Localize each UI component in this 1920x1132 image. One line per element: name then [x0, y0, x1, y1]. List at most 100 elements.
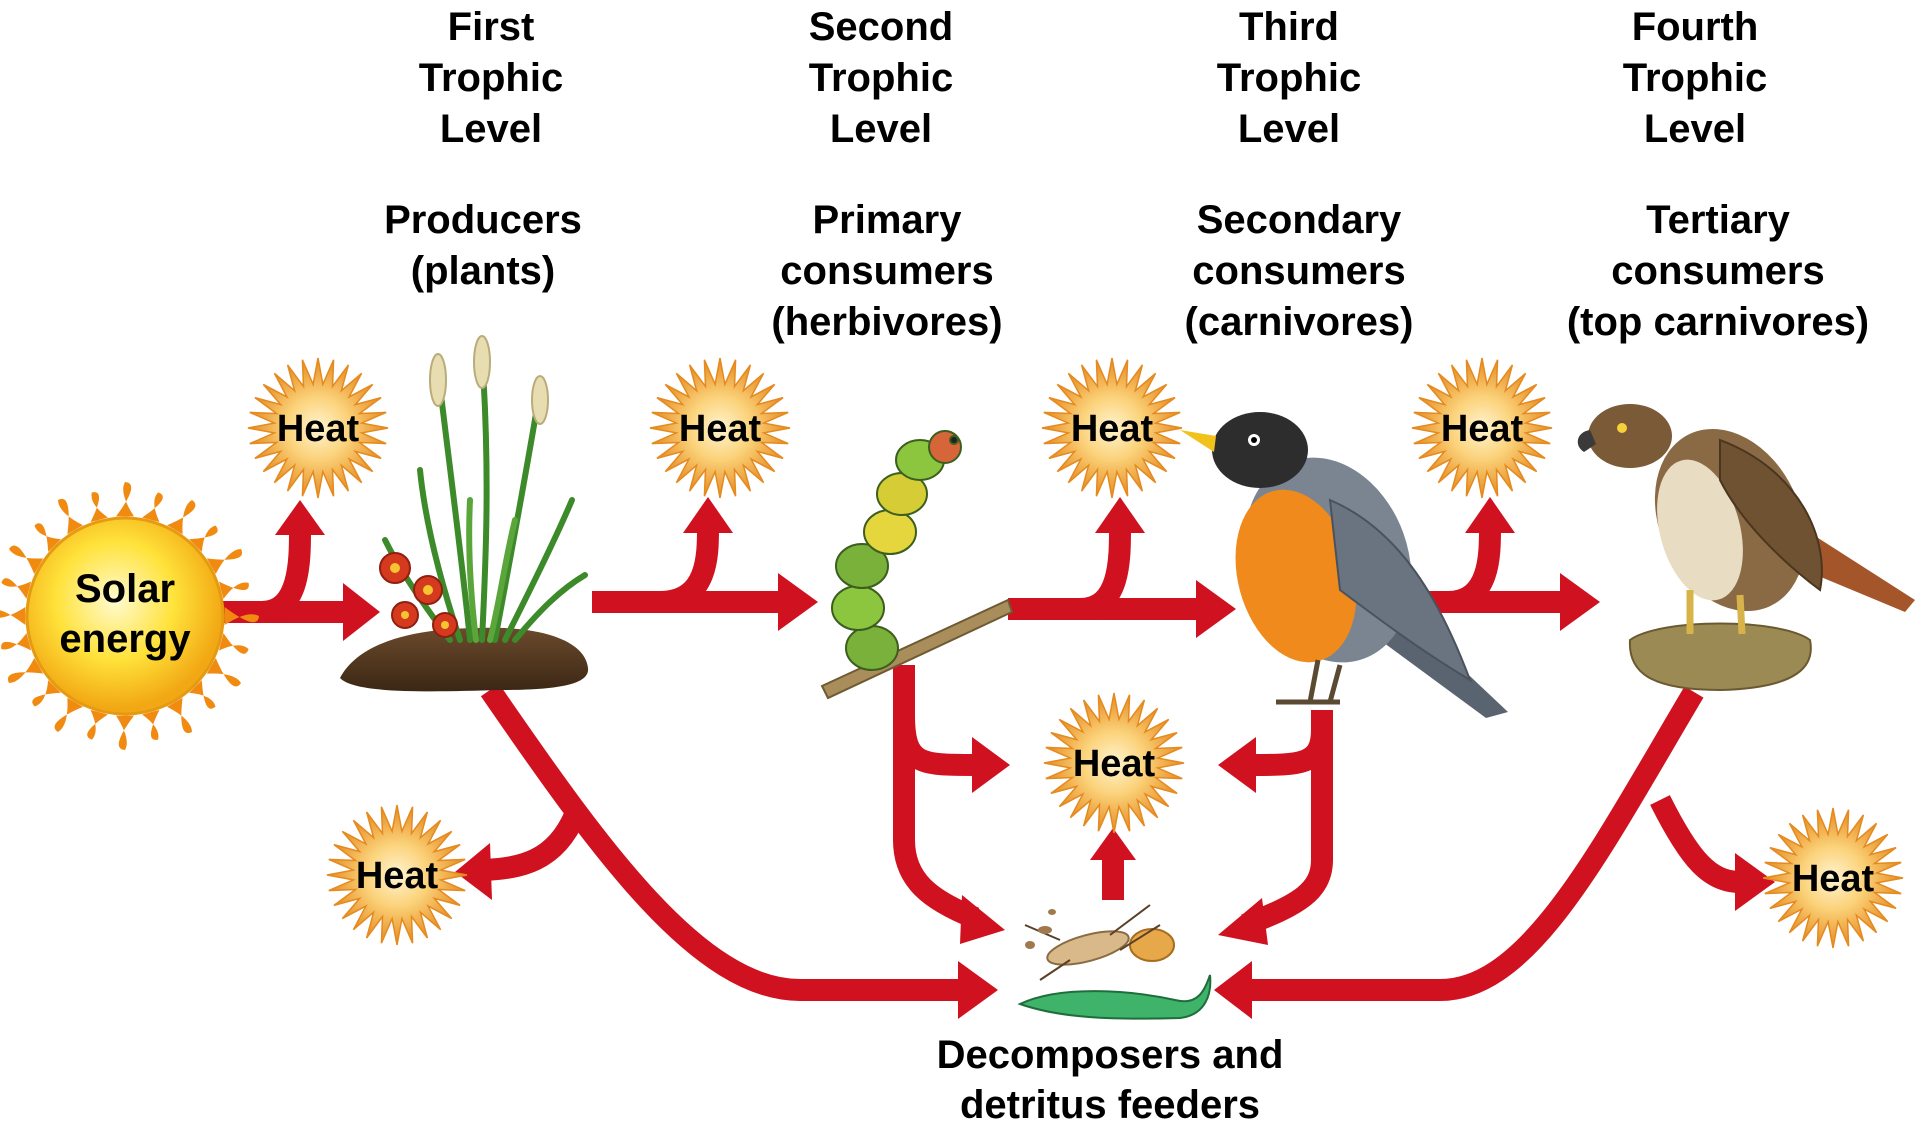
heat-burst-primary: Heat — [1042, 358, 1182, 498]
role-3-line-3: (carnivores) — [1185, 300, 1414, 344]
robin-legs — [1276, 660, 1340, 702]
role-2-line-3: (herbivores) — [771, 300, 1002, 344]
level-1-line-2: Trophic — [419, 56, 563, 100]
robin-head — [1212, 412, 1308, 488]
level-2-line-3: Level — [830, 107, 932, 151]
level-1-line-3: Level — [440, 107, 542, 151]
sun-ray — [219, 633, 249, 654]
level-header-1: First Trophic Level Producers (plants) — [384, 5, 582, 293]
decomposer-debris — [1025, 909, 1056, 949]
level-header-3: Third Trophic Level Secondary consumers … — [1185, 5, 1414, 344]
sun-ray — [142, 492, 163, 522]
decomposer-insect — [1044, 925, 1132, 972]
sun-ray — [0, 607, 25, 625]
sun-icon: Solar energy — [0, 482, 259, 750]
sun-label-line-2: energy — [59, 617, 191, 661]
role-1-line-1: Producers — [384, 198, 582, 242]
arrowhead-sun-heat — [275, 500, 325, 535]
hawk-icon — [1578, 404, 1915, 690]
level-2-line-1: Second — [809, 5, 953, 49]
heat-label: Heat — [1792, 858, 1875, 900]
decomposer-icon — [1020, 905, 1210, 1019]
arrowhead-producers-heat — [683, 497, 733, 533]
level-1-line-1: First — [448, 5, 535, 49]
level-header-2: Second Trophic Level Primary consumers (… — [771, 5, 1002, 344]
role-4-line-3: (top carnivores) — [1567, 300, 1869, 344]
decomposers-label-line-2: detritus feeders — [960, 1083, 1260, 1127]
plant-soil — [340, 628, 588, 692]
heat-burst-producers: Heat — [650, 358, 790, 498]
arrow-heads — [275, 497, 1775, 1019]
heat-burst-sun: Heat — [248, 358, 388, 498]
arrow-tertiary-heat-branch — [1660, 800, 1740, 882]
hawk-perch — [1630, 624, 1811, 691]
arrowhead-producers-to-primary — [778, 573, 818, 631]
level-4-line-1: Fourth — [1632, 5, 1759, 49]
arrowhead-decomposers-to-heat — [1090, 828, 1136, 860]
level-4-line-2: Trophic — [1623, 56, 1767, 100]
heat-label: Heat — [679, 408, 762, 450]
level-header-4: Fourth Trophic Level Tertiary consumers … — [1567, 5, 1869, 344]
arrow-sun-heat-branch — [262, 530, 300, 612]
sun-ray — [1, 633, 31, 650]
sun-ray — [142, 710, 159, 740]
role-3-line-2: consumers — [1192, 249, 1405, 293]
arrowhead-primary-to-secondary — [1196, 580, 1236, 638]
arrowhead-secondary-to-decomp-heat — [1218, 737, 1256, 793]
level-3-line-3: Level — [1238, 107, 1340, 151]
arrowhead-producers-to-decomposers — [958, 961, 998, 1019]
heat-label: Heat — [356, 855, 439, 897]
sun-ray — [1, 578, 31, 599]
heat-label: Heat — [1441, 408, 1524, 450]
arrowhead-producers-decomp-heat — [455, 843, 492, 900]
hawk-head — [1588, 404, 1672, 468]
arrowhead-secondary-to-decomposers — [1218, 898, 1268, 945]
decomposers-label-line-1: Decomposers and — [937, 1033, 1284, 1077]
level-3-line-2: Trophic — [1217, 56, 1361, 100]
arrowhead-secondary-heat — [1465, 497, 1515, 533]
heat-burst-producers-decay: Heat — [327, 805, 467, 945]
arrowhead-primary-to-decomposers — [960, 895, 1005, 944]
heat-burst-tertiary-decay: Heat — [1763, 808, 1903, 948]
role-1-line-2: (plants) — [411, 249, 555, 293]
arrowhead-secondary-to-tertiary — [1560, 573, 1600, 631]
arrow-primary-to-decomp-heat — [904, 715, 975, 765]
sun-ray — [116, 482, 134, 516]
heat-label: Heat — [277, 408, 360, 450]
decomposer-slug — [1020, 975, 1210, 1019]
sun-label-line-1: Solar — [75, 567, 175, 611]
arrow-primary-to-decomposers — [904, 665, 975, 918]
heat-label: Heat — [1073, 743, 1156, 785]
role-4-line-1: Tertiary — [1646, 198, 1791, 242]
role-2-line-2: consumers — [780, 249, 993, 293]
sun-ray — [91, 492, 108, 522]
sun-ray — [87, 710, 108, 740]
plant-icon — [340, 336, 588, 691]
heat-burst-secondary: Heat — [1412, 358, 1552, 498]
sun-disk — [27, 518, 223, 714]
level-2-line-2: Trophic — [809, 56, 953, 100]
arrow-primary-heat-branch — [1080, 528, 1120, 609]
arrowhead-sun-to-producers — [343, 583, 380, 641]
arrowhead-primary-to-decomp-heat — [972, 737, 1010, 793]
sun-ray — [116, 716, 134, 750]
level-4-line-3: Level — [1644, 107, 1746, 151]
sun-ray — [219, 582, 249, 599]
hawk-eye — [1617, 423, 1627, 433]
decomposer-grub — [1130, 929, 1174, 961]
robin-pupil — [1251, 437, 1257, 443]
role-4-line-2: consumers — [1611, 249, 1824, 293]
arrowhead-tertiary-heat — [1735, 853, 1775, 911]
arrow-secondary-to-decomp-heat — [1252, 730, 1322, 765]
plant-grain-heads — [430, 336, 548, 424]
arrowhead-primary-heat — [1095, 497, 1145, 533]
heat-burst-center: Heat — [1044, 693, 1184, 833]
arrow-producers-decomp-heat-branch — [485, 815, 575, 870]
arrow-secondary-heat-branch — [1448, 528, 1490, 602]
robin-beak — [1180, 430, 1216, 452]
arrowhead-tertiary-to-decomposers — [1214, 961, 1252, 1019]
caterpillar-icon — [822, 431, 1012, 698]
role-3-line-1: Secondary — [1197, 198, 1402, 242]
heat-label: Heat — [1071, 408, 1154, 450]
